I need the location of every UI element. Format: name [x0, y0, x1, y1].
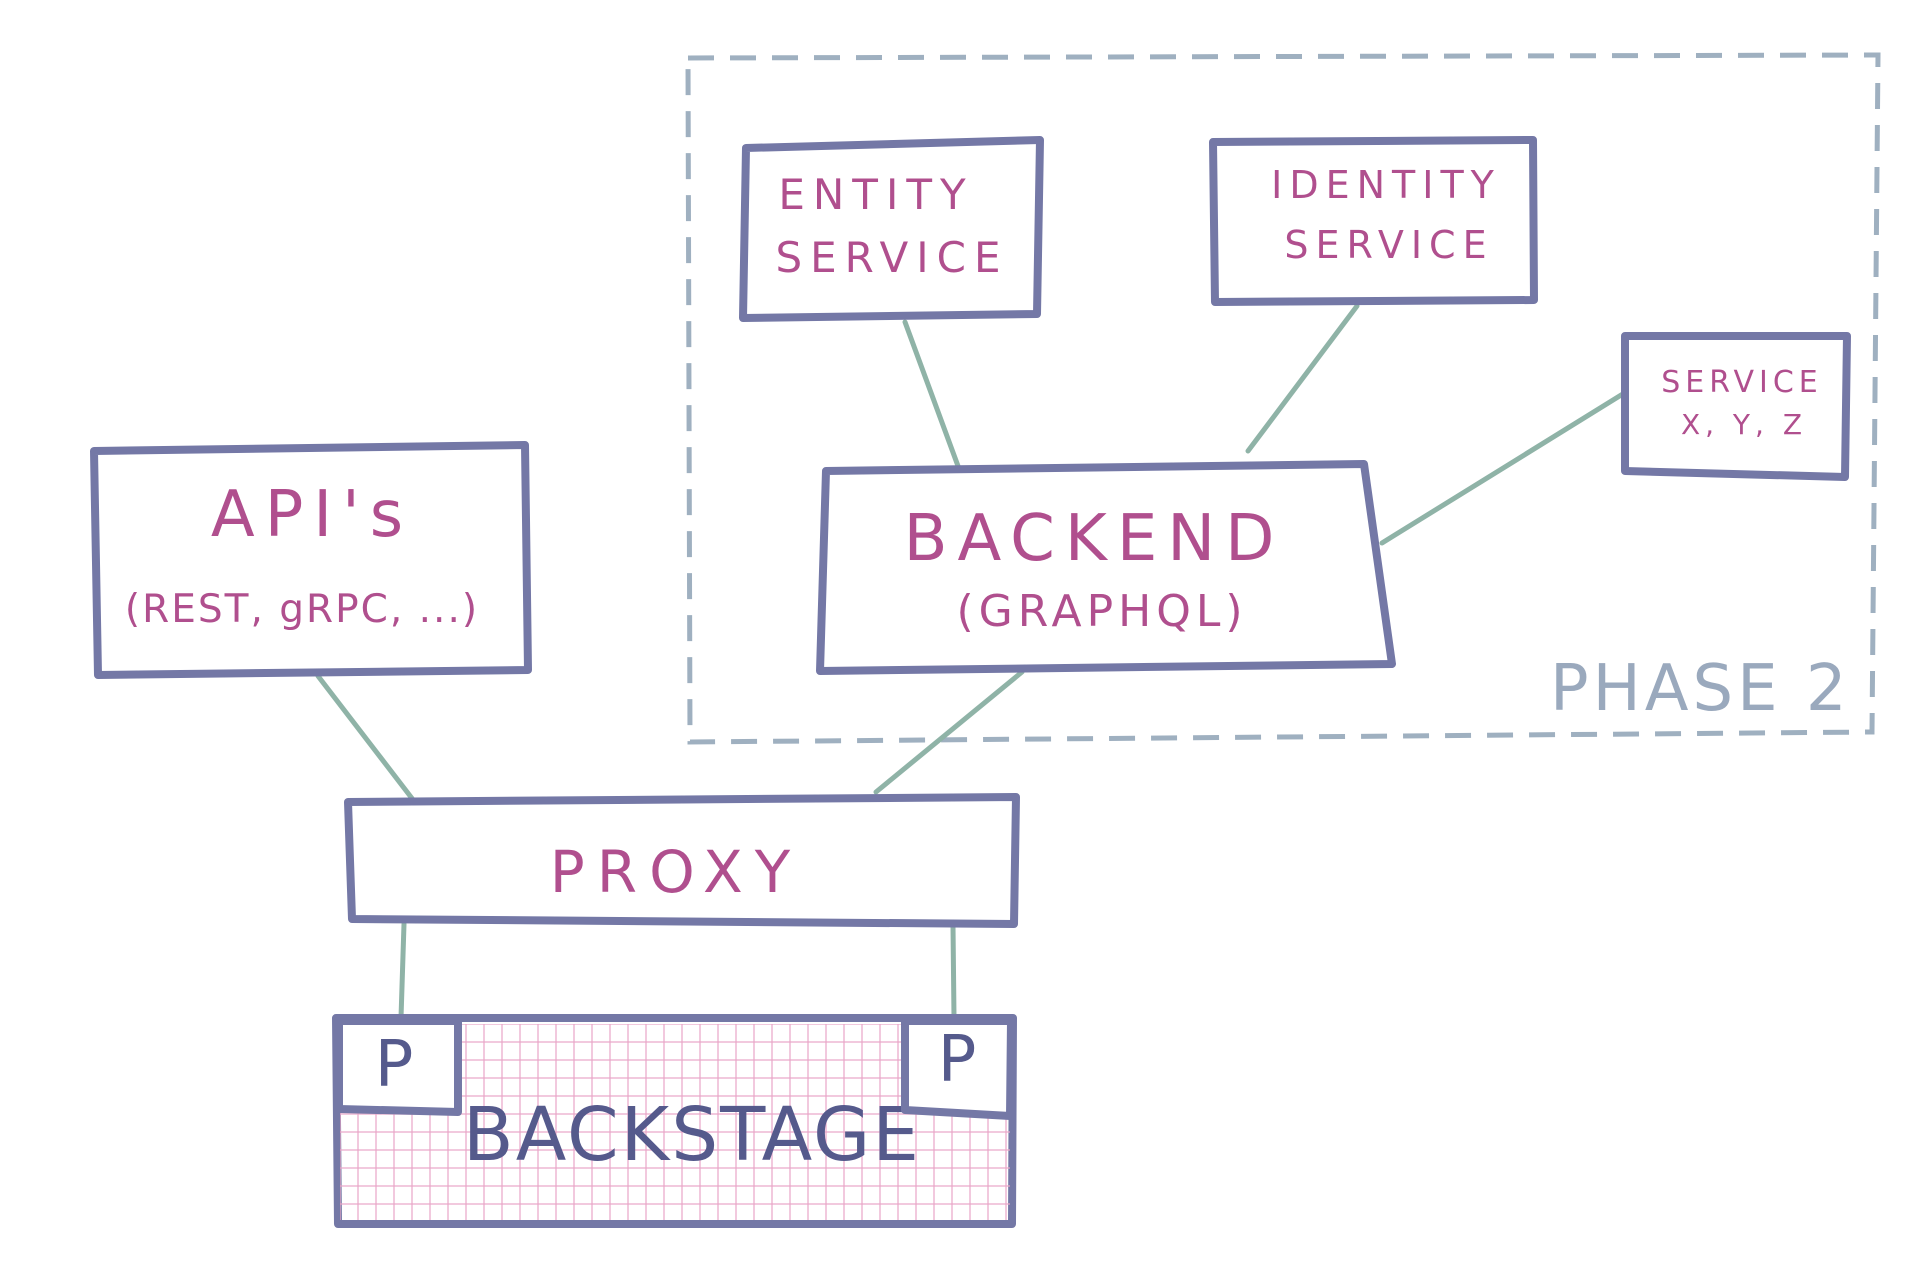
link-proxy-plugin-right	[950, 923, 957, 1020]
backstage-node[interactable]: BACKSTAGE	[332, 1014, 1017, 1228]
plugin-left-label: P	[375, 1028, 414, 1102]
link-apis-proxy	[315, 673, 417, 804]
entity-service-node[interactable]: ENTITY SERVICE	[739, 136, 1044, 322]
link-proxy-plugin-left	[398, 921, 407, 1021]
apis-node[interactable]: API's (REST, gRPC, ...)	[90, 441, 532, 679]
backend-node[interactable]: BACKEND (GRAPHQL)	[816, 460, 1396, 675]
plugin-right[interactable]: P	[901, 1017, 1015, 1120]
identity-service-line1: IDENTITY	[1271, 163, 1501, 207]
proxy-node[interactable]: PROXY	[344, 793, 1020, 928]
link-backend-proxy	[873, 669, 1025, 795]
phase-2-label: PHASE 2	[1550, 652, 1851, 726]
apis-subtitle: (REST, gRPC, ...)	[125, 587, 479, 632]
link-identity-backend	[1245, 303, 1360, 454]
service-xyz-node[interactable]: SERVICE X, Y, Z	[1621, 332, 1851, 481]
phase-2-boundary	[685, 52, 1881, 745]
backstage-grid	[340, 1024, 1010, 1220]
entity-service-line2: SERVICE	[775, 233, 1008, 282]
link-xyz-backend	[1379, 389, 1629, 546]
entity-service-line1: ENTITY	[778, 170, 973, 219]
apis-title: API's	[211, 478, 413, 552]
backend-subtitle: (GRAPHQL)	[956, 586, 1247, 637]
link-entity-backend	[902, 319, 961, 469]
plugin-left[interactable]: P	[335, 1017, 462, 1116]
backend-title: BACKEND	[904, 502, 1285, 576]
backstage-label: BACKSTAGE	[463, 1092, 921, 1178]
plugin-right-label: P	[938, 1023, 977, 1097]
service-xyz-line1: SERVICE	[1661, 365, 1822, 400]
identity-service-line2: SERVICE	[1284, 223, 1493, 267]
service-xyz-line2: X, Y, Z	[1681, 408, 1807, 441]
identity-service-node[interactable]: IDENTITY SERVICE	[1209, 136, 1538, 306]
proxy-title: PROXY	[550, 838, 802, 906]
